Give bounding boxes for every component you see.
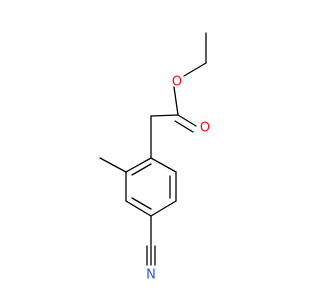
ring-bond-1 <box>125 157 152 173</box>
structure-diagram: O O N <box>99 32 210 283</box>
bond-carbonyl-ch2 <box>150 114 179 117</box>
bond-ethyl-ch2-o <box>183 62 207 77</box>
ring-inner-double-1 <box>131 163 152 176</box>
atom-label-nitrile-nitrogen: N <box>146 268 156 283</box>
ring-bond-6 <box>150 157 177 173</box>
bond-methyl <box>99 157 127 173</box>
atom-label-carbonyl-oxygen: O <box>200 121 210 136</box>
bond-o-carbonyl <box>173 86 179 116</box>
ring-inner-double-2 <box>131 197 152 210</box>
ring-bond-3 <box>125 200 152 217</box>
atom-label-ester-oxygen: O <box>172 75 182 90</box>
ring-bond-4 <box>150 200 177 217</box>
bond-carbonyl-double-2 <box>174 120 194 133</box>
bond-carbonyl-double-1 <box>177 114 197 127</box>
